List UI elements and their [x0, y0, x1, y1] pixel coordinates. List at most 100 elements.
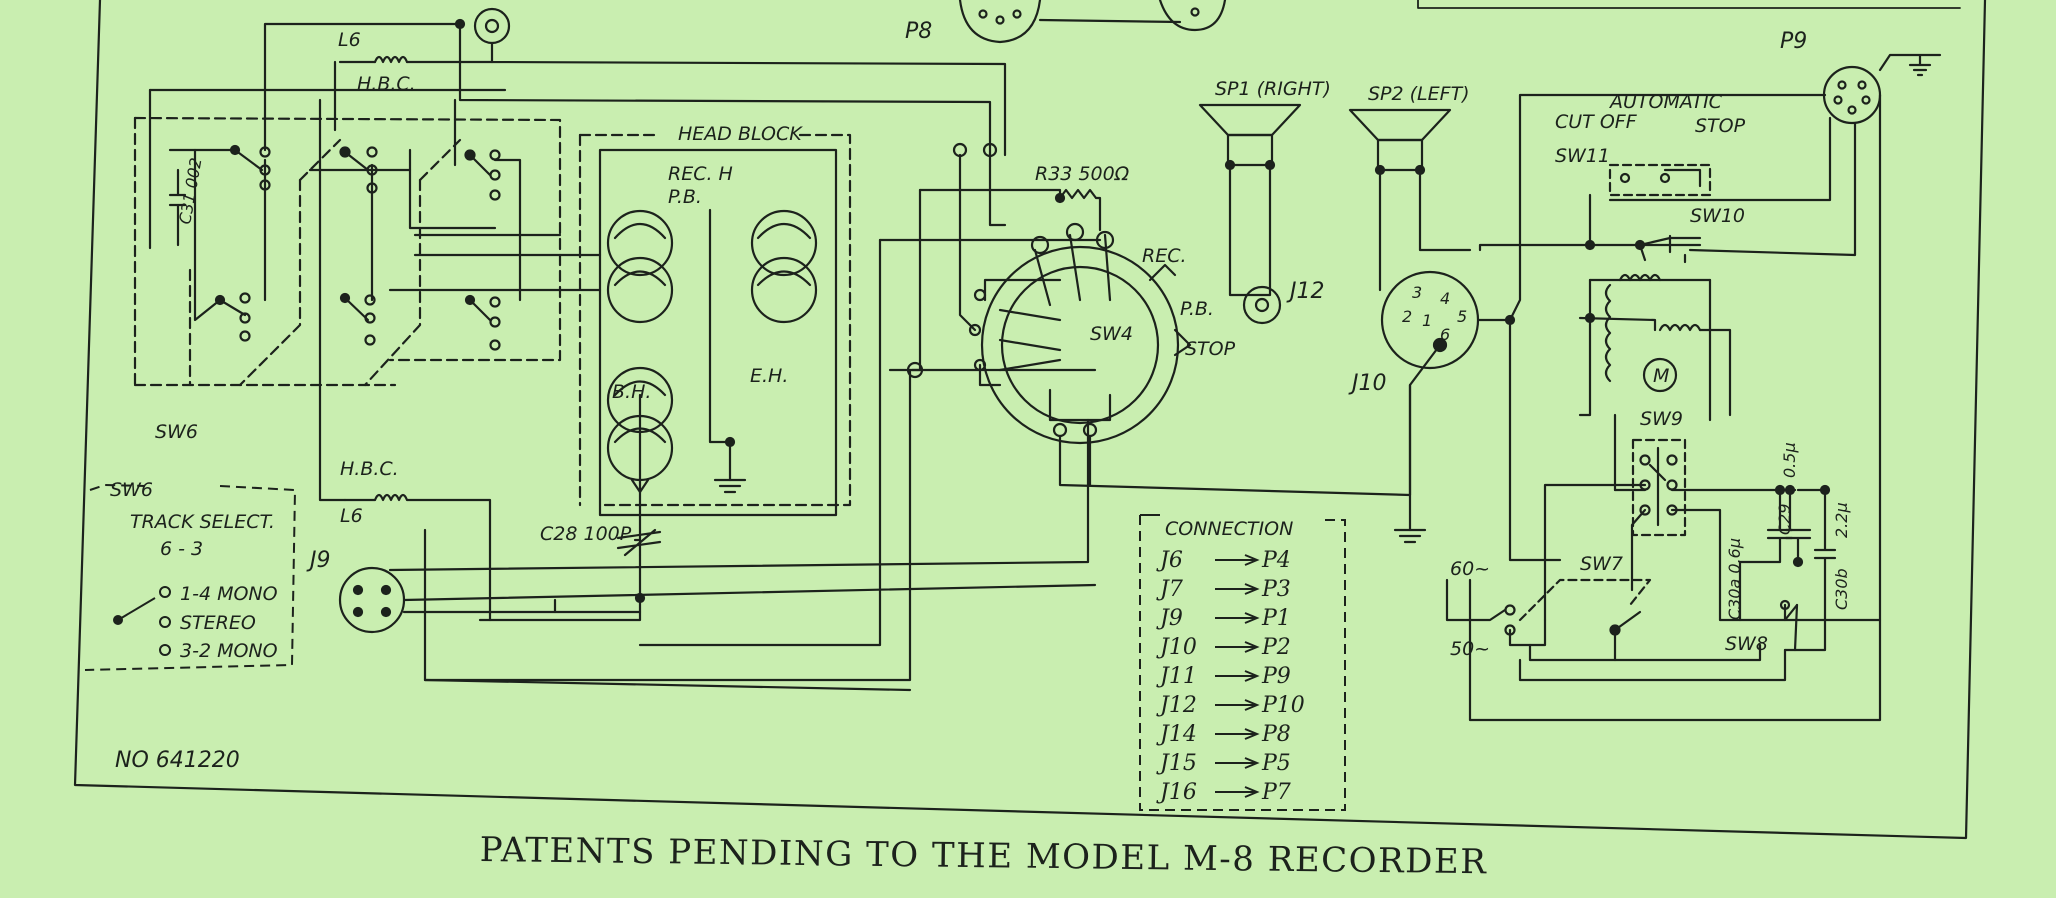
label-rec-h: REC. H	[668, 163, 733, 185]
label-cutoff: CUT OFF	[1555, 111, 1638, 133]
switch-sw6	[133, 116, 562, 387]
connection-from: J9	[1156, 606, 1183, 631]
top-jack	[473, 7, 511, 45]
frame-border	[73, 0, 1987, 840]
connection-to: P5	[1261, 751, 1291, 776]
label-j10-pin6: 6	[1440, 325, 1450, 344]
switch-sw11	[1608, 163, 1712, 197]
connection-to: P3	[1261, 577, 1291, 602]
label-sw6: SW6	[155, 421, 198, 443]
capacitor-c28	[616, 528, 662, 557]
label-50hz: 50~	[1450, 638, 1490, 660]
label-sw7: SW7	[1580, 553, 1623, 575]
connection-arrow	[1215, 757, 1260, 769]
head-block	[578, 133, 852, 517]
label-c30b-val: 2.2μ	[1832, 502, 1851, 538]
connection-to: P10	[1261, 693, 1305, 718]
track-select-title: SW6	[110, 479, 153, 501]
connection-arrow	[1215, 583, 1260, 595]
label-motor: M	[1653, 365, 1669, 387]
label-j10-pin4: 4	[1440, 289, 1450, 308]
connection-arrow	[1215, 670, 1260, 682]
connection-to: P8	[1261, 722, 1291, 747]
connection-from: J14	[1156, 722, 1197, 747]
connection-from: J7	[1156, 577, 1183, 602]
label-p9: P9	[1780, 29, 1807, 54]
label-j10-pin1: 1	[1422, 311, 1432, 330]
label-l6-top: L6	[338, 29, 361, 51]
label-j10-pin3: 3	[1412, 283, 1422, 302]
label-hbc-top: H.B.C.	[357, 73, 416, 95]
connection-arrow	[1215, 641, 1260, 653]
track-select-ratio: 6 - 3	[160, 538, 203, 560]
label-sw4-pb: P.B.	[1180, 298, 1214, 320]
switch-sw9	[1631, 438, 1687, 537]
plug-p8	[958, 0, 1227, 44]
label-c28: C28 100P	[540, 523, 632, 545]
label-j12: J12	[1286, 279, 1324, 304]
label-l6-bottom: L6	[340, 505, 363, 527]
label-head-block: HEAD BLOCK	[678, 123, 803, 145]
label-60hz: 60~	[1450, 558, 1490, 580]
label-sw4: SW4	[1090, 323, 1133, 345]
speaker-sp2	[1348, 108, 1472, 292]
connection-from: J16	[1156, 780, 1197, 805]
connection-to: P9	[1261, 664, 1291, 689]
plug-p9	[1822, 65, 1882, 125]
track-select-subtitle: TRACK SELECT.	[130, 511, 275, 533]
switch-sw10	[1638, 234, 1702, 264]
label-hbc-bottom: H.B.C.	[340, 458, 399, 480]
label-j10-pin2: 2	[1402, 307, 1412, 326]
connection-from: J10	[1156, 635, 1197, 660]
capacitor-c31	[168, 168, 187, 247]
track-option-2: STEREO	[180, 612, 256, 634]
track-option-1: 1-4 MONO	[180, 583, 278, 605]
connection-from: J12	[1156, 693, 1197, 718]
speaker-sp1	[1198, 103, 1302, 325]
label-sw8: SW8	[1725, 633, 1768, 655]
label-c31: C31 002	[175, 156, 205, 225]
label-automatic: AUTOMATIC	[1608, 91, 1723, 113]
label-c29-val: 0.5μ	[1780, 442, 1799, 478]
connection-arrow	[1215, 612, 1260, 624]
connection-arrow	[1215, 728, 1260, 740]
label-c30a: C30a 0.6μ	[1725, 538, 1744, 620]
label-rec: REC.	[1142, 245, 1187, 267]
label-stop: STOP	[1185, 338, 1236, 360]
track-select-box: SW6 TRACK SELECT. 6 - 3 1-4 MONO STEREO …	[84, 479, 297, 671]
connection-arrow	[1215, 554, 1260, 566]
label-sw10: SW10	[1690, 205, 1745, 227]
connection-arrow	[1215, 699, 1260, 711]
connection-to: P2	[1261, 635, 1291, 660]
label-bh: B.H.	[612, 381, 651, 403]
label-sp2: SP2 (LEFT)	[1368, 83, 1470, 105]
connection-to: P7	[1261, 780, 1291, 805]
label-j10-pin5: 5	[1457, 307, 1467, 326]
label-sp1: SP1 (RIGHT)	[1215, 78, 1331, 100]
serial-number: NO 641220	[115, 748, 240, 773]
label-eh: E.H.	[750, 365, 788, 387]
label-c30b: C30b	[1832, 568, 1851, 610]
label-j10: J10	[1348, 371, 1386, 396]
connection-from: J15	[1156, 751, 1197, 776]
connection-to: P4	[1261, 548, 1291, 573]
label-p8: P8	[905, 19, 932, 44]
label-sw11: SW11	[1555, 145, 1610, 167]
connection-arrow	[1215, 786, 1260, 798]
sw6-contacts	[214, 144, 501, 351]
connection-title: CONNECTION	[1165, 518, 1293, 540]
label-c29: C29	[1775, 503, 1794, 535]
label-stop-right: STOP	[1695, 115, 1746, 137]
label-j9: J9	[306, 548, 331, 573]
switch-sw7	[1504, 578, 1652, 636]
label-r33: R33 500Ω	[1035, 163, 1130, 185]
motor	[1642, 357, 1678, 393]
connection-to: P1	[1261, 606, 1291, 631]
connection-from: J11	[1156, 664, 1197, 689]
connection-from: J6	[1156, 548, 1183, 573]
track-option-3: 3-2 MONO	[180, 640, 278, 662]
label-pb: P.B.	[668, 186, 702, 208]
